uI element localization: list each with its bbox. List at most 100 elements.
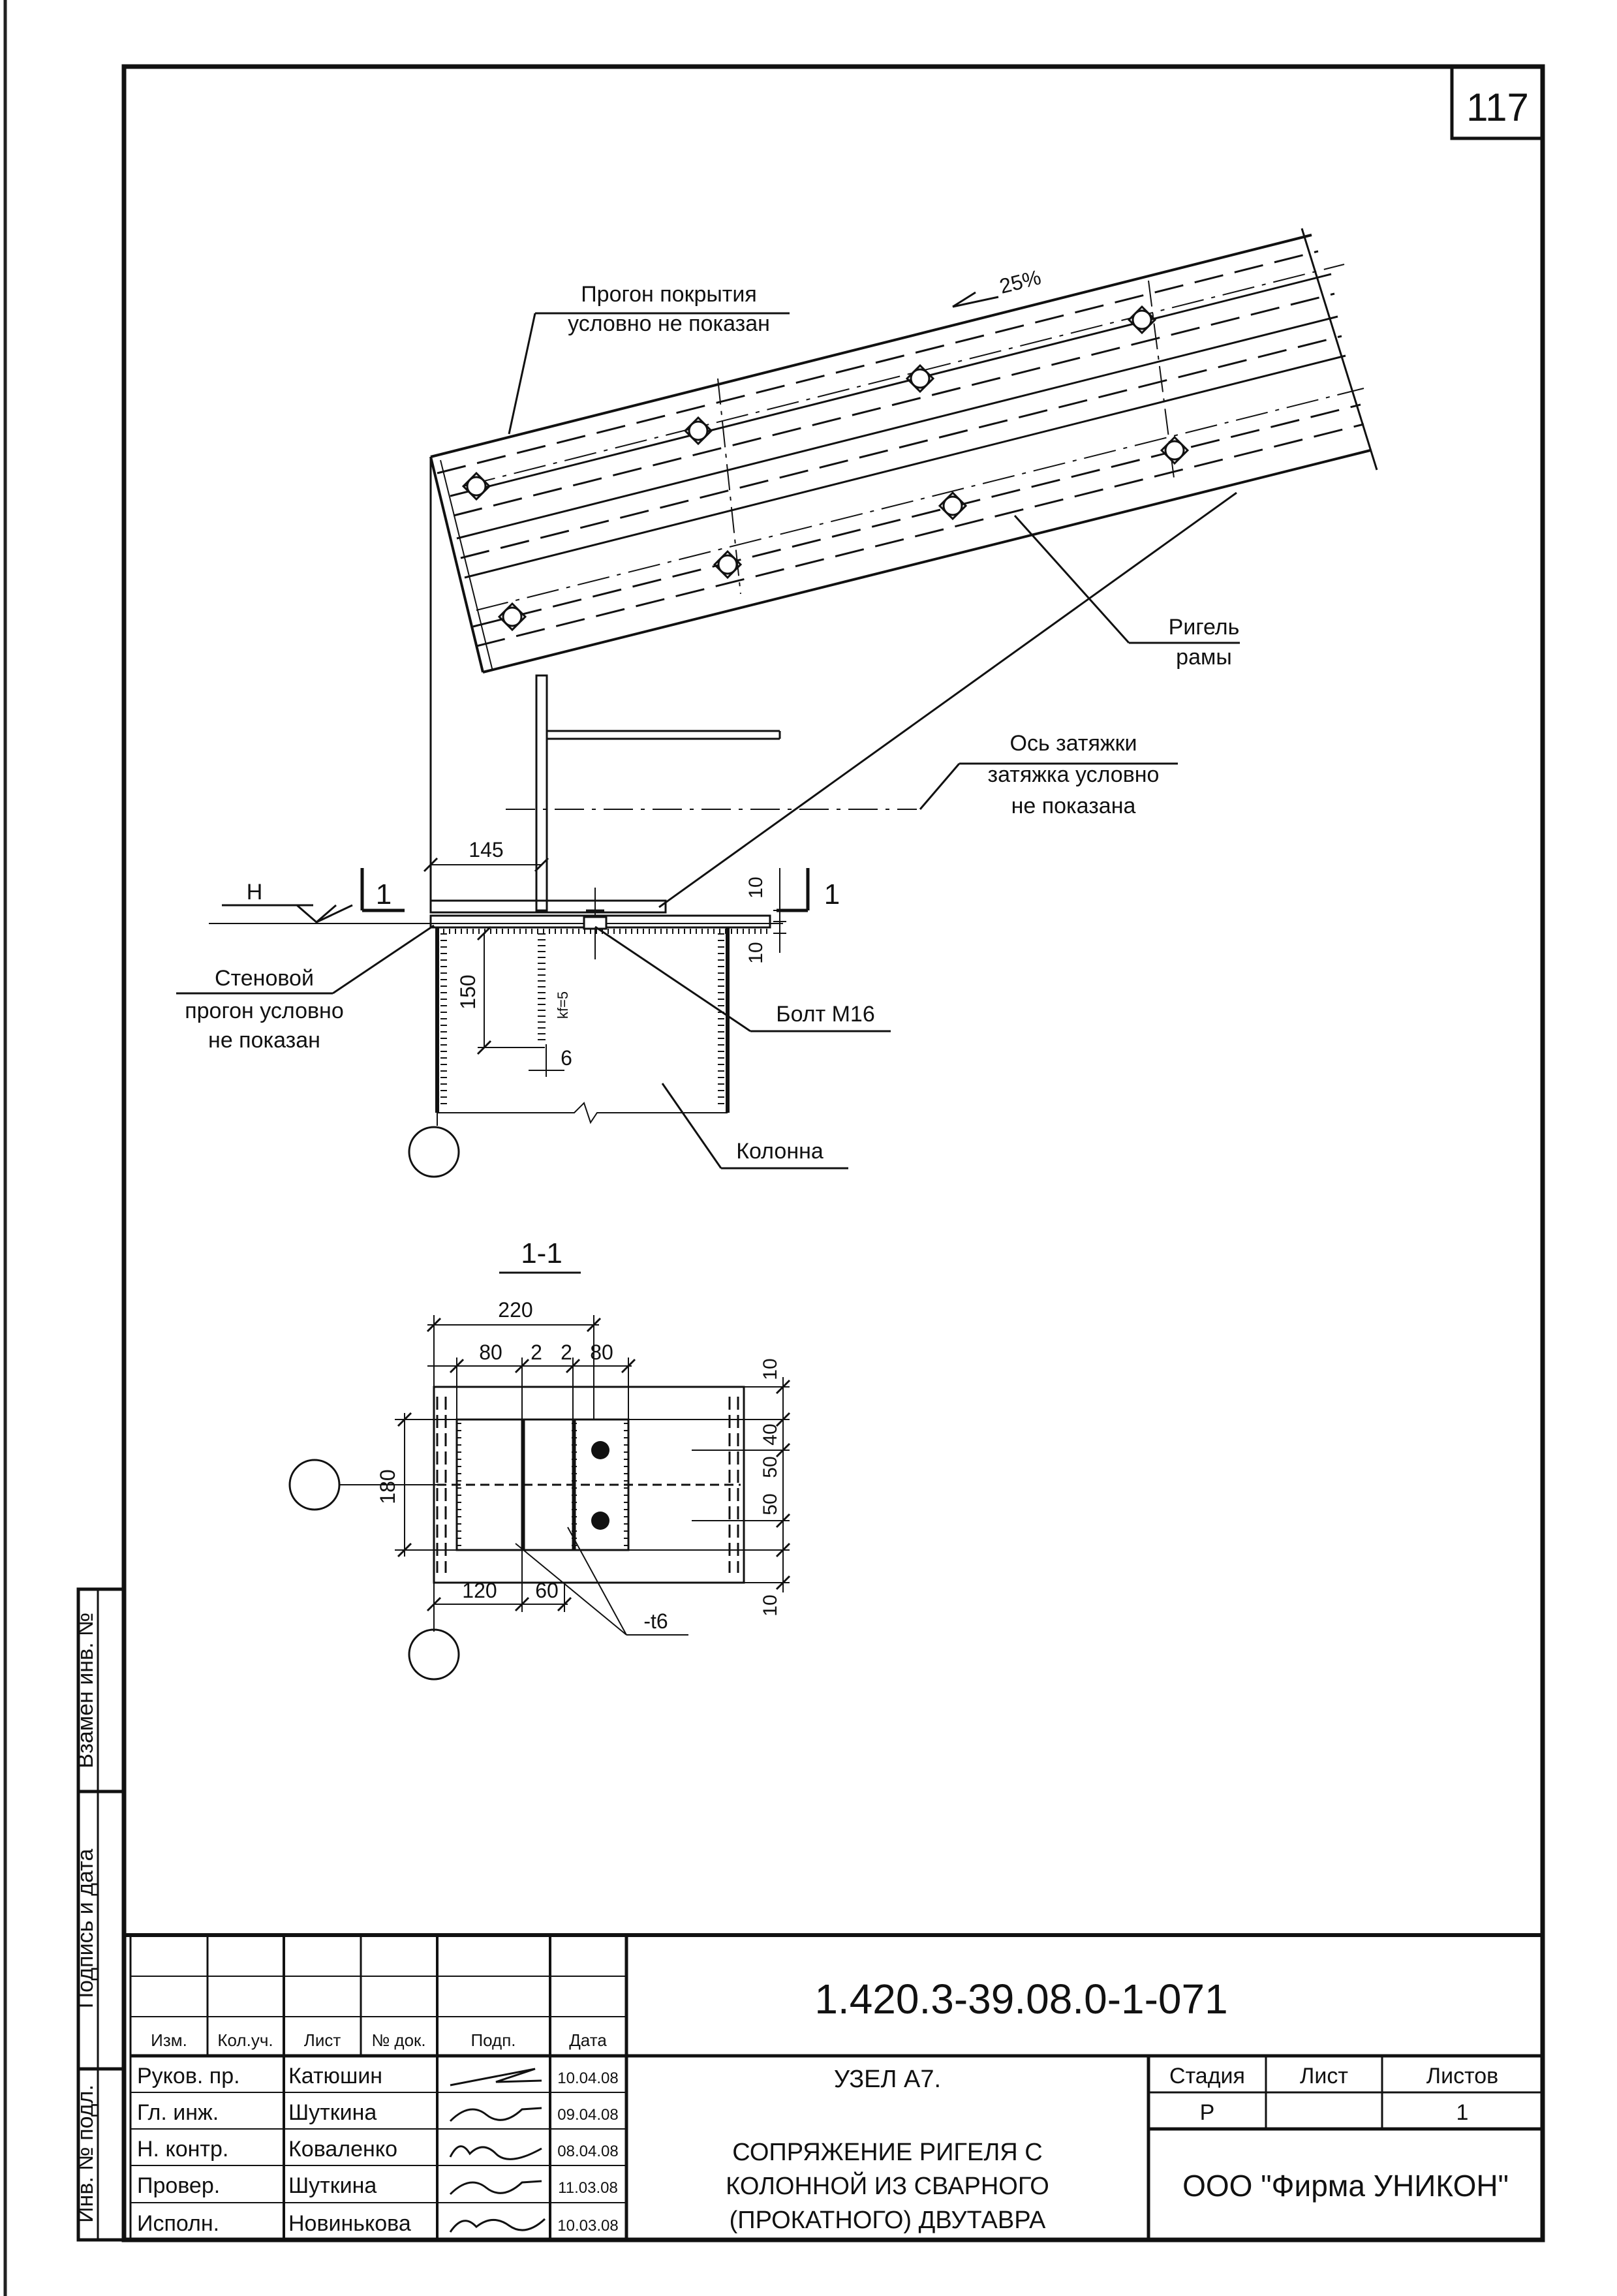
signature-mark: [449, 2180, 542, 2195]
svg-text:Катюшин: Катюшин: [288, 2064, 382, 2088]
drawing-code: 1.420.3-39.08.0-1-071: [814, 1976, 1227, 2023]
node-plates: [209, 457, 917, 929]
section-cut-mark-left: 1: [360, 868, 405, 912]
section-bolt: [591, 1512, 609, 1530]
column: [408, 888, 770, 1178]
svg-text:Шуткина: Шуткина: [288, 2100, 377, 2125]
sheet-number: 117: [1466, 85, 1529, 129]
stamp-inv-orig: Инв. № подл.: [73, 2085, 98, 2223]
side-stamp: [76, 1587, 126, 2242]
svg-text:Гл. инж.: Гл. инж.: [137, 2100, 219, 2125]
signature-mark: [449, 2145, 542, 2160]
section-cut-mark-right: 1: [777, 868, 840, 912]
tie-note-line1: Ось затяжки: [1010, 731, 1137, 756]
rafter-callout: Ригель рамы: [1013, 514, 1240, 670]
node-title: УЗЕЛ А7.: [834, 2066, 941, 2093]
dim-6: 6: [561, 1046, 572, 1070]
tie-note-line2: затяжка условно: [988, 762, 1160, 787]
signature-mark: [450, 2068, 542, 2087]
svg-text:Новинькова: Новинькова: [288, 2211, 411, 2236]
sheets-label: Листов: [1426, 2064, 1498, 2088]
dim-r50-top: 50: [760, 1456, 781, 1478]
sheets-value: 1: [1456, 2100, 1469, 2125]
dim-r10-top: 10: [760, 1358, 781, 1380]
wall-purlin-line2: прогон условно: [185, 999, 344, 1023]
dim-2-right: 2: [561, 1341, 572, 1364]
rafter-leader-line: [658, 491, 1237, 908]
stage-label: Стадия: [1169, 2064, 1245, 2088]
weld-label: kf=5: [555, 991, 571, 1019]
svg-text:Н. контр.: Н. контр.: [137, 2137, 228, 2162]
description-line3: (ПРОКАТНОГО) ДВУТАВРА: [730, 2207, 1046, 2234]
svg-text:Шуткина: Шуткина: [288, 2173, 377, 2198]
svg-text:10.03.08: 10.03.08: [557, 2217, 618, 2235]
svg-text:Провер.: Провер.: [137, 2173, 220, 2198]
column-callout: Колонна: [661, 1083, 848, 1170]
rafter-beam: [429, 228, 1378, 674]
dim-60: 60: [535, 1579, 559, 1602]
tb-header-izm: Изм.: [151, 2030, 187, 2050]
stamp-sign-date: Подпись и дата: [73, 1849, 98, 2009]
tb-header-podp: Подп.: [470, 2030, 516, 2050]
level-mark: Н: [222, 880, 353, 923]
wall-purlin-line1: Стеновой: [215, 966, 314, 991]
svg-text:Н: Н: [247, 880, 263, 905]
wall-purlin-line3: не показан: [208, 1028, 320, 1053]
purlin-note-line2: условно не показан: [568, 311, 770, 336]
rafter-label-line1: Ригель: [1169, 615, 1240, 640]
dim-180: 180: [376, 1469, 399, 1504]
bolt-label: Болт М16: [776, 1002, 874, 1027]
dim-150: 150: [456, 974, 480, 1009]
dim-220: 220: [498, 1298, 532, 1322]
svg-text:Руков. пр.: Руков. пр.: [137, 2064, 240, 2088]
sheet-label: Лист: [1300, 2064, 1348, 2088]
rafter-label-line2: рамы: [1176, 645, 1232, 670]
dim-145: 145: [423, 838, 549, 873]
dim-2-left: 2: [531, 1341, 542, 1364]
wall-purlin-callout: Стеновой прогон условно не показан: [176, 924, 435, 1053]
dim-plate-thickness: [773, 868, 786, 953]
tb-header-ndok: № док.: [371, 2030, 425, 2050]
tb-row-2: Гл. инж. Шуткина 09.04.08: [137, 2100, 619, 2125]
svg-text:Исполн.: Исполн.: [137, 2211, 219, 2236]
tie-note-line3: не показана: [1011, 794, 1136, 818]
column-label: Колонна: [736, 1139, 824, 1164]
plate-label: -t6: [643, 1609, 668, 1633]
dim-r50-bottom: 50: [760, 1493, 781, 1515]
dim-10-top: 10: [745, 877, 767, 898]
svg-text:1-1: 1-1: [521, 1237, 562, 1269]
dim-120: 120: [462, 1579, 497, 1602]
svg-text:1: 1: [824, 878, 840, 910]
dim-10-bottom: 10: [745, 942, 767, 963]
tb-row-4: Провер. Шуткина 11.03.08: [137, 2173, 618, 2198]
tb-row-5: Исполн. Новинькова 10.03.08: [137, 2211, 619, 2236]
stamp-replace-inv: Взамен инв. №: [73, 1613, 98, 1769]
tb-header-data: Дата: [569, 2030, 607, 2050]
signature-mark: [449, 2107, 542, 2122]
svg-text:1: 1: [376, 878, 392, 910]
sheet-number-box: 117: [1450, 65, 1545, 140]
section-1-1: [288, 1315, 791, 1681]
signature-mark: [449, 2218, 546, 2233]
purlin-callout: Прогон покрытия условно не показан: [508, 282, 790, 435]
svg-text:Коваленко: Коваленко: [288, 2137, 397, 2162]
dim-r40: 40: [760, 1423, 781, 1445]
section-bolt: [591, 1441, 609, 1459]
tb-header-list: Лист: [304, 2030, 341, 2050]
stage-value: Р: [1200, 2100, 1215, 2125]
title-block: [124, 1933, 1543, 2240]
company-name: ООО "Фирма УНИКОН": [1182, 2169, 1509, 2203]
svg-text:145: 145: [469, 838, 503, 861]
svg-text:08.04.08: 08.04.08: [557, 2143, 618, 2160]
tie-callout: Ось затяжки затяжка условно не показана: [919, 731, 1178, 818]
rafter-bolts: [461, 305, 1190, 632]
svg-text:10.04.08: 10.04.08: [557, 2070, 618, 2087]
bolt-callout: Болт М16: [594, 925, 891, 1032]
svg-text:11.03.08: 11.03.08: [558, 2179, 618, 2197]
dim-80-right: 80: [590, 1341, 613, 1364]
dim-80-left: 80: [479, 1341, 502, 1364]
purlin-note-line1: Прогон покрытия: [581, 282, 757, 307]
svg-text:09.04.08: 09.04.08: [557, 2106, 618, 2124]
tb-row-3: Н. контр. Коваленко 08.04.08: [137, 2137, 619, 2162]
